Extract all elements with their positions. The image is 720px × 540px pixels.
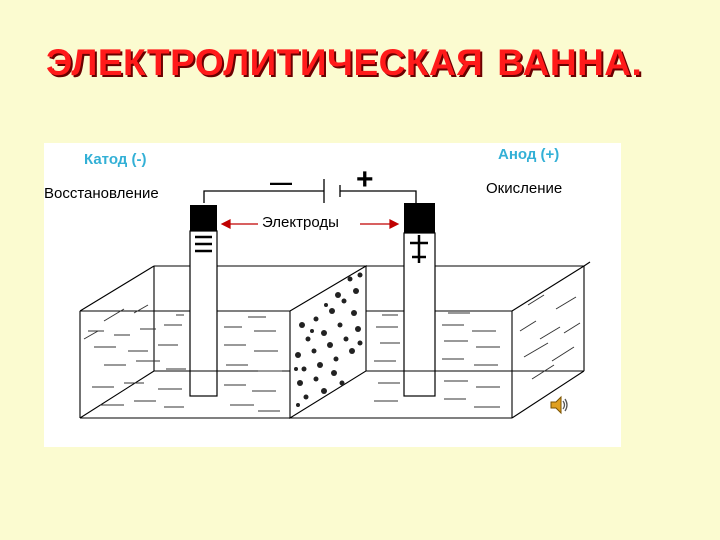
electrodes-arrows: [220, 219, 400, 229]
reduction-label: Восстановление: [44, 185, 159, 202]
anode-label: Анод (+): [498, 146, 560, 163]
anode-electrode: [403, 203, 436, 397]
electrodes-label: Электроды: [262, 214, 339, 231]
porous-diaphragm: [289, 265, 367, 419]
oxidation-label: Окисление: [486, 180, 563, 197]
slide-title-part2: ВАННА.: [497, 42, 643, 83]
circuit-wire: [203, 179, 417, 203]
cathode-minus-signs: [195, 235, 212, 253]
electrolytic-bath-diagram: [79, 179, 591, 419]
anode-plus-signs: [410, 235, 428, 263]
electrolyte-liquid: [83, 294, 581, 412]
speaker-icon-graphic: [550, 395, 568, 415]
minus-sign: —: [270, 170, 292, 195]
diagram-panel: Катод (-) Восстановление Анод (+) Окисле…: [44, 143, 621, 447]
cathode-label: Катод (-): [84, 151, 147, 168]
slide-title: ЭЛЕКТРОЛИТИЧЕСКАЯ ВАННА.: [0, 42, 720, 84]
slide-title-part1: ЭЛЕКТРОЛИТИЧЕСКАЯ: [46, 42, 484, 83]
cathode-electrode: [189, 205, 218, 397]
plus-sign: +: [356, 163, 374, 196]
bath-tank: [79, 261, 591, 419]
